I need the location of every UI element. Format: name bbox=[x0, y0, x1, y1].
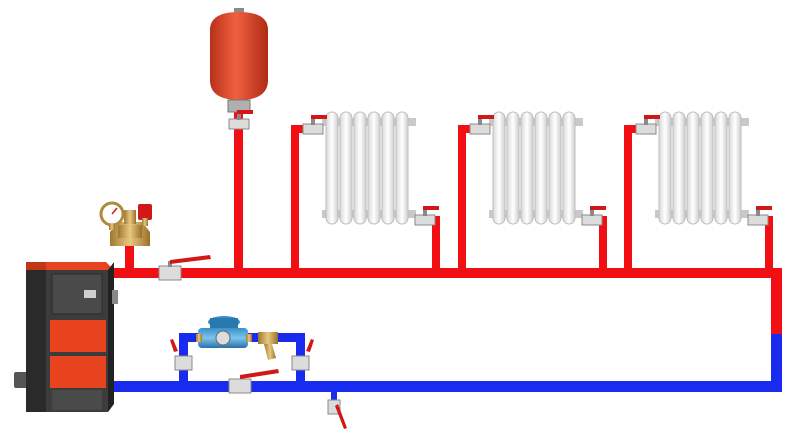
safety-group-pipe bbox=[125, 240, 134, 270]
bypass-ball-valve bbox=[228, 369, 279, 394]
bypass-left-valve bbox=[170, 339, 193, 371]
strainer bbox=[258, 332, 278, 360]
radiator-3-outlet-valve bbox=[747, 205, 773, 226]
return-right-riser bbox=[771, 334, 782, 392]
radiator-2 bbox=[469, 111, 607, 226]
drain-valve bbox=[327, 399, 347, 429]
radiator-3 bbox=[635, 111, 773, 226]
radiator-1-outlet-valve bbox=[414, 205, 440, 226]
circulation-pump bbox=[196, 316, 252, 348]
supply-main bbox=[108, 268, 782, 278]
pump-icon bbox=[215, 330, 231, 346]
return-main bbox=[108, 381, 782, 392]
radiator-3-inlet-valve bbox=[635, 114, 661, 135]
expansion-tank-pipe bbox=[234, 98, 243, 270]
radiator-2-inlet-valve bbox=[469, 114, 495, 135]
expansion-tank bbox=[210, 8, 268, 130]
supply-right-riser bbox=[771, 268, 782, 334]
safety-group bbox=[99, 201, 152, 246]
boiler-upper-door bbox=[50, 320, 106, 352]
air-vent-icon bbox=[124, 210, 136, 224]
pump-group bbox=[170, 316, 314, 394]
bypass-right-valve bbox=[291, 339, 314, 371]
supply-ball-valve bbox=[158, 255, 211, 281]
drain-pipe bbox=[331, 390, 337, 408]
radiator-2-outlet-valve bbox=[581, 205, 607, 226]
radiator-1 bbox=[302, 111, 440, 226]
boiler-lower-door bbox=[50, 356, 106, 388]
boiler bbox=[14, 262, 118, 412]
radiator-1-inlet-valve bbox=[302, 114, 328, 135]
